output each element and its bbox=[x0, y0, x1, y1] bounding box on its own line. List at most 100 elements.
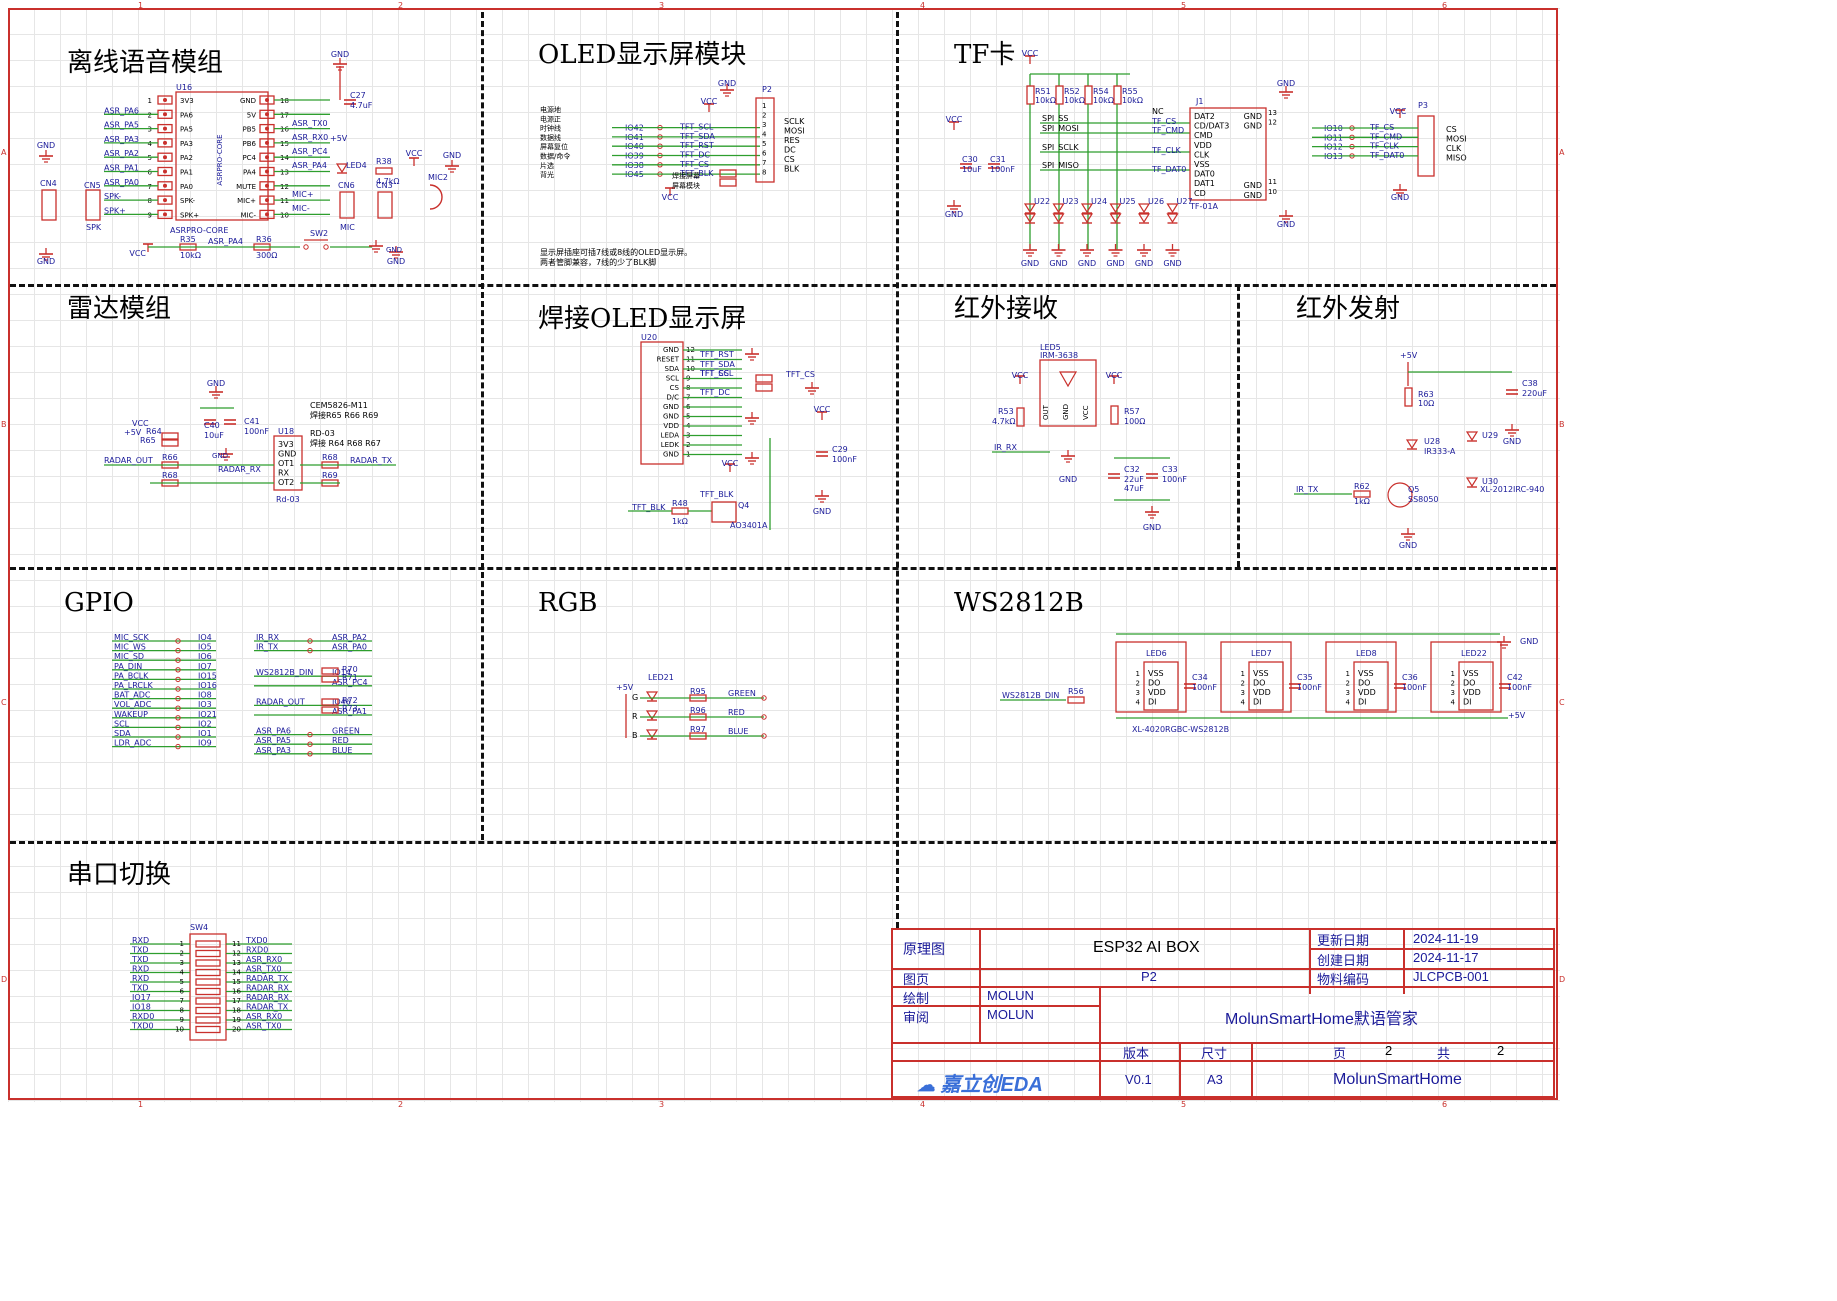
pin-number: 20 bbox=[232, 1026, 241, 1034]
pin-comment: 电源地 bbox=[540, 105, 561, 114]
tb-label-created: 创建日期 bbox=[1317, 953, 1370, 968]
pin-number: 2 bbox=[1451, 680, 1455, 688]
net-label: ASR_PA3 bbox=[256, 746, 291, 755]
vcc-label: VCC bbox=[1106, 371, 1123, 380]
net-label: IO9 bbox=[198, 739, 212, 748]
value-label: 4.7uF bbox=[350, 101, 373, 110]
tvs-diode bbox=[1080, 213, 1094, 224]
pin-name: GND bbox=[663, 346, 679, 354]
junction-dot bbox=[163, 126, 167, 131]
pin-circle bbox=[175, 695, 181, 702]
net-label: IO7 bbox=[198, 662, 212, 671]
junction-dot bbox=[163, 112, 167, 117]
pin-number: 1 bbox=[1241, 670, 1245, 678]
resistor bbox=[1113, 85, 1122, 105]
ref-label: R62 bbox=[1354, 482, 1370, 491]
pin-name: DI bbox=[1253, 698, 1262, 707]
pin-number: 2 bbox=[1346, 680, 1350, 688]
pin-name: 3V3 bbox=[180, 97, 194, 105]
tb-label-size: 尺寸 bbox=[1201, 1046, 1228, 1061]
net-label: RED bbox=[728, 708, 745, 717]
pin-number: 1 bbox=[1451, 670, 1455, 678]
tvs-diode bbox=[1137, 213, 1151, 224]
resistor bbox=[161, 439, 179, 447]
power-label: +5V bbox=[1508, 711, 1526, 720]
pin-number: 19 bbox=[232, 1016, 241, 1024]
tvs-diode bbox=[1023, 213, 1037, 224]
ref-label: J1 bbox=[1195, 97, 1203, 106]
value-label: 1kΩ bbox=[1354, 497, 1370, 506]
tvs-diode bbox=[1109, 213, 1122, 224]
ref-label: Q4 bbox=[738, 501, 749, 510]
gnd-label: GND bbox=[1049, 259, 1067, 268]
pin-circle bbox=[307, 731, 313, 738]
net-label: TF_CS bbox=[1151, 117, 1176, 126]
dip-switch-sw4 bbox=[189, 933, 227, 1041]
net-label: PA_LRCLK bbox=[114, 681, 153, 690]
net-label: TFT_BLK bbox=[631, 503, 666, 512]
part-label: Rd-03 bbox=[276, 495, 300, 504]
pin-name: CS bbox=[1446, 125, 1457, 134]
switch-lever bbox=[195, 1025, 221, 1034]
ref-label: C41 bbox=[244, 417, 260, 426]
pin-number: 14 bbox=[232, 969, 241, 977]
net-label: RADAR_RX bbox=[218, 465, 261, 474]
ref-label: R65 bbox=[140, 436, 156, 445]
net-label: RADAR_RX bbox=[246, 993, 289, 1002]
pin-name: LEDA bbox=[661, 432, 680, 440]
rgb-led-G bbox=[645, 691, 659, 702]
ref-label: P3 bbox=[1418, 101, 1428, 110]
ruler-col-3: 3 bbox=[659, 1, 665, 10]
ref-label: R51 bbox=[1035, 87, 1051, 96]
pin-name: GND bbox=[240, 97, 256, 105]
ruler-row-a: A bbox=[1, 148, 7, 157]
part-label: XL-4020RGBC-WS2812B bbox=[1132, 725, 1229, 734]
pin-number: 1 bbox=[762, 102, 766, 110]
gnd-label: GND bbox=[1277, 79, 1295, 88]
pin-name: GND bbox=[278, 450, 296, 459]
pin-number: 2 bbox=[180, 950, 184, 958]
ref-label: C38 bbox=[1522, 379, 1538, 388]
ref-label: R97 bbox=[690, 725, 706, 734]
vcc-label: VCC bbox=[701, 97, 718, 106]
tb-label-sheet: 页 bbox=[1333, 1046, 1347, 1061]
pin-name: OUT bbox=[1042, 404, 1050, 420]
junction-dot bbox=[265, 155, 269, 160]
pin-number: 4 bbox=[148, 140, 153, 148]
net-label: TFT_DC bbox=[679, 151, 710, 160]
value-label: 10Ω bbox=[1418, 399, 1434, 408]
net-label: SCL bbox=[114, 719, 130, 728]
pin-name: GND bbox=[1062, 404, 1070, 420]
cloud-icon: ☁ bbox=[917, 1075, 935, 1095]
pin-name: 3V3 bbox=[278, 440, 294, 449]
pin-number: 8 bbox=[180, 1007, 184, 1015]
connector-cn3 bbox=[377, 191, 393, 219]
pin-name: GND bbox=[1244, 112, 1262, 121]
pin-name: DO bbox=[1463, 679, 1475, 688]
pin-number: 1 bbox=[1136, 670, 1140, 678]
net-label: RADAR_TX bbox=[246, 1003, 289, 1012]
value-label: 100nF bbox=[1192, 683, 1217, 692]
pin-circle bbox=[175, 743, 181, 750]
tb-label-updated: 更新日期 bbox=[1317, 933, 1370, 948]
ir-led-u29 bbox=[1465, 431, 1479, 442]
pin-name: SDA bbox=[665, 365, 680, 373]
ref-label: U29 bbox=[1482, 431, 1498, 440]
resistor-r56 bbox=[1067, 696, 1085, 704]
tb-label-version: 版本 bbox=[1123, 1046, 1150, 1061]
vcc-label: VCC bbox=[722, 459, 739, 468]
jumper-label: 焊接屏幕 bbox=[672, 171, 700, 180]
tb-company: MolunSmartHome默语管家 bbox=[1225, 1011, 1418, 1028]
net-label: IO6 bbox=[198, 652, 212, 661]
pin-name: GND bbox=[663, 451, 679, 459]
ref-label: C30 bbox=[962, 155, 978, 164]
net-label: MIC_SCK bbox=[114, 633, 150, 642]
divider-v3 bbox=[1237, 285, 1240, 567]
ref-label: R36 bbox=[256, 235, 272, 244]
pin-number: 12 bbox=[280, 183, 289, 191]
section-title-tf: TF卡 bbox=[954, 40, 1016, 70]
gnd-label: GND bbox=[813, 507, 831, 516]
pin-number: 5 bbox=[762, 140, 766, 148]
pin-name: PA5 bbox=[180, 126, 193, 134]
